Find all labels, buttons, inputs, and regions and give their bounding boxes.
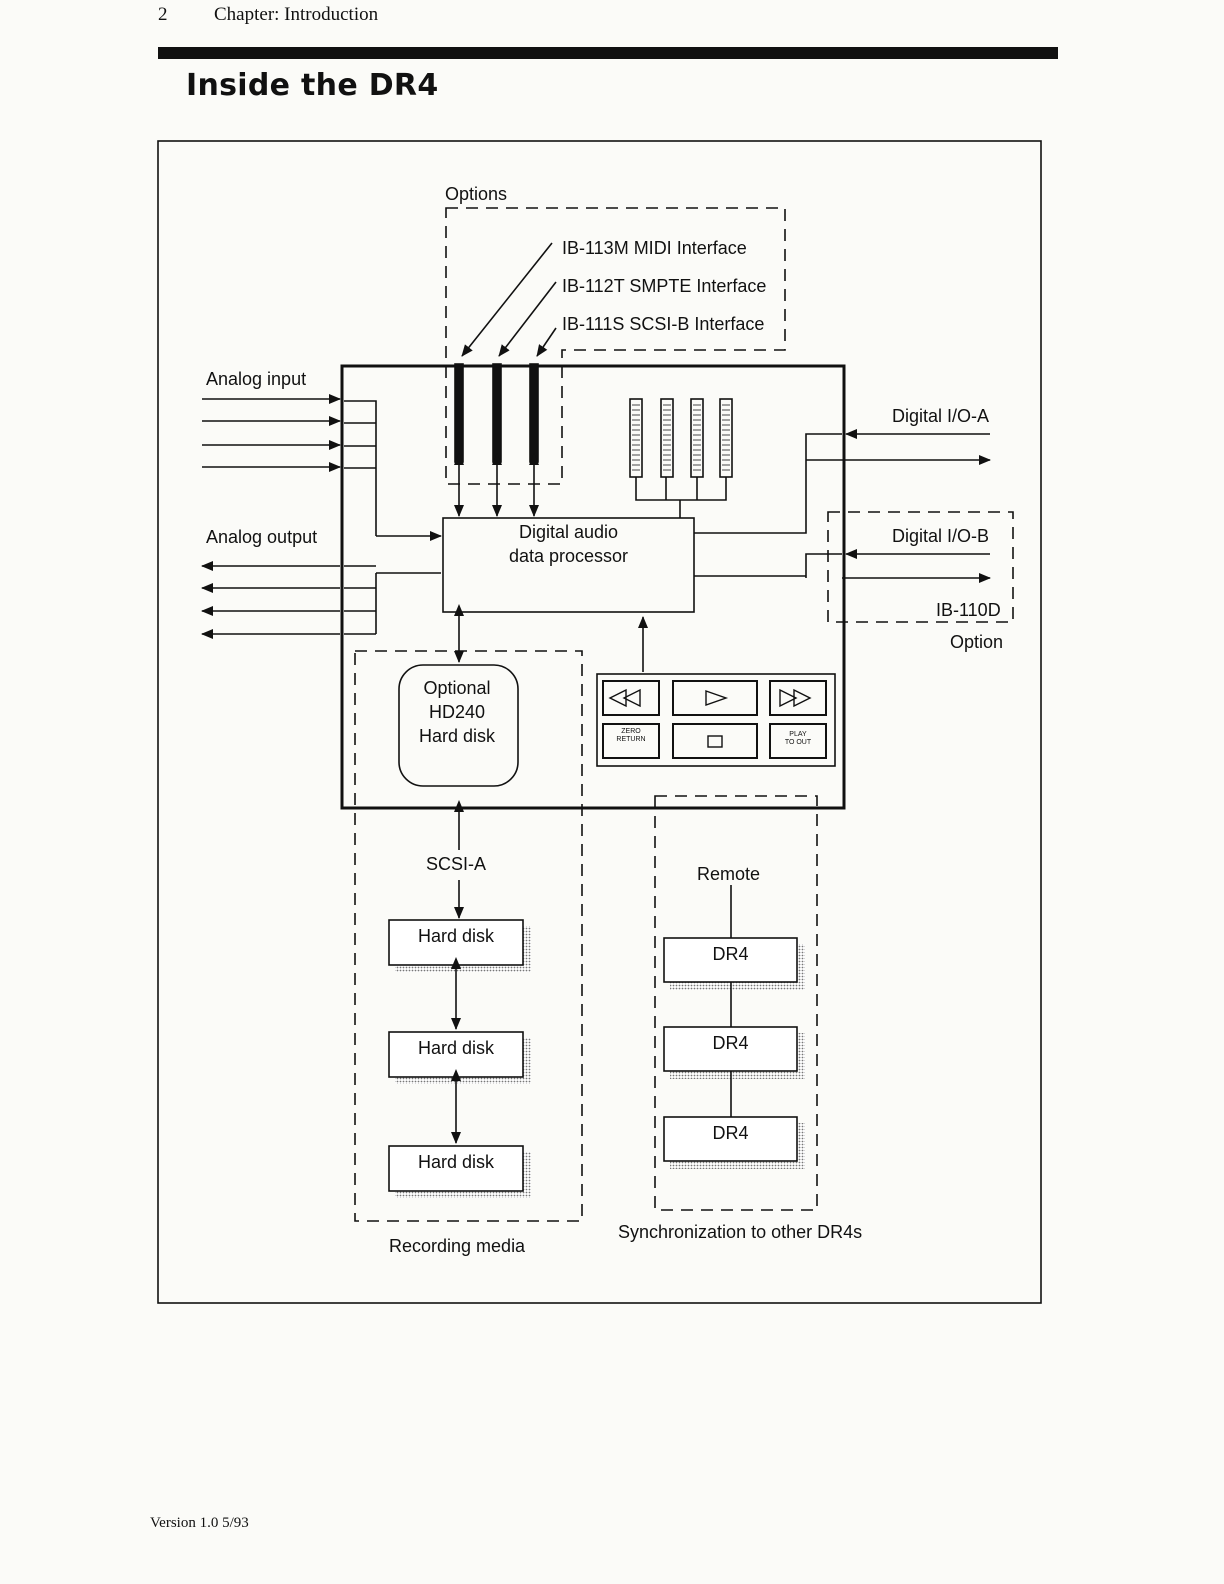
stop-button [672,723,758,759]
chapter-label: Chapter: Introduction [214,4,379,25]
processor-label-1: Digital audio [518,522,619,542]
transport-panel [596,673,836,767]
digital-io-b-label: Digital I/O-B [892,526,990,546]
option-card-1-label: IB-113M MIDI Interface [562,238,747,258]
dr4-unit [340,364,846,810]
fast-forward-button [769,680,827,716]
dr4-1-label: DR4 [712,944,749,964]
play-button [672,680,758,716]
hard-disk-2-label: Hard disk [417,1038,495,1058]
dr4-2-label: DR4 [712,1033,749,1053]
remote-label: Remote [697,864,761,884]
sync-label: Synchronization to other DR4s [618,1222,863,1242]
figure-frame [157,140,1042,1304]
rewind-button [602,680,660,716]
processor-box [442,517,695,613]
recording-media-box [354,650,583,1222]
option-card-3-label: IB-111S SCSI-B Interface [562,314,765,334]
option-card-3 [529,363,539,463]
option-card-1 [454,363,464,463]
page-header: 2 Chapter: Introduction [158,4,378,26]
converter-chips [629,398,733,478]
optional-hd240 [398,664,519,787]
ib110d-box [827,511,1014,623]
zero-return-text: ZERO RETURN [603,728,659,744]
hard-disk-1-label: Hard disk [417,926,495,946]
scsi-a-label: SCSI-A [426,854,487,874]
option-card-2-label: IB-112T SMPTE Interface [562,276,767,296]
digital-io-a-label: Digital I/O-A [892,406,990,426]
optional-label: Optional [423,678,491,698]
header-rule [158,47,1058,59]
option-label: Option [950,632,1004,652]
play-text: PLAY [789,731,807,738]
processor-label-2: data processor [508,546,629,566]
options-box [445,207,786,485]
play-to-out-text: PLAY TO OUT [770,731,826,747]
zero-text: ZERO [621,728,641,735]
dr4-unit-1 [663,937,798,983]
hd240-label: HD240 [428,702,486,722]
analog-output-label: Analog output [206,527,318,547]
footer-version: Version 1.0 5/93 [150,1515,249,1531]
page-number: 2 [158,4,168,25]
page-title: Inside the DR4 [186,68,439,103]
dr4-unit-2 [663,1026,798,1072]
dr4-unit-3 [663,1116,798,1162]
hard-disk-3 [388,1145,524,1192]
options-label: Options [445,184,508,204]
return-text: RETURN [616,736,646,743]
zero-return-button [602,723,660,759]
dr4-3-label: DR4 [712,1123,749,1143]
option-card-2 [492,363,502,463]
play-to-out-button [769,723,827,759]
recording-media-label: Recording media [389,1236,526,1256]
optional-hard-disk-label: Hard disk [418,726,496,746]
ib110d-label: IB-110D [936,600,1001,620]
sync-box [654,795,818,1211]
analog-input-label: Analog input [206,369,307,389]
hard-disk-3-label: Hard disk [417,1152,495,1172]
to-out-text: TO OUT [784,739,812,746]
